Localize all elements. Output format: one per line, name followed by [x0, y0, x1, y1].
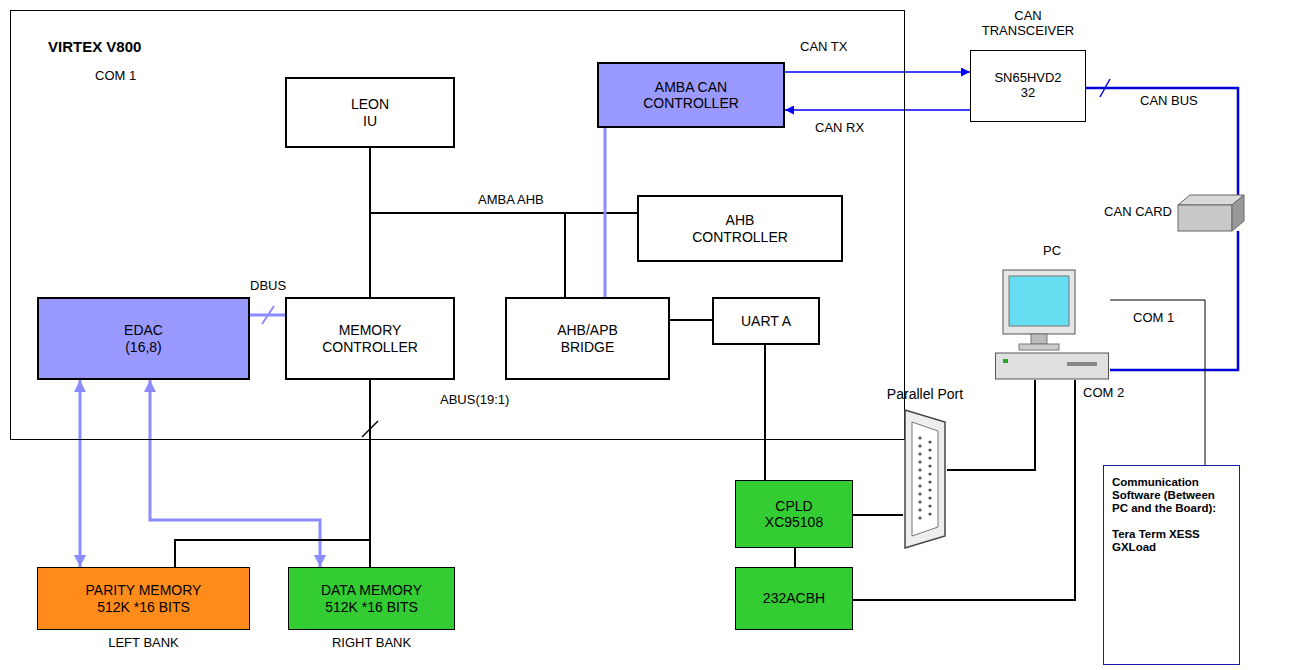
fpga-boundary: VIRTEX V800COM 1 LEON IU AMBA CAN CONTROLL… [10, 10, 905, 440]
uart-box: UART A [712, 297, 820, 345]
connector [370, 148, 637, 213]
connector [670, 319, 712, 321]
connector [853, 380, 1075, 600]
connector [79, 380, 82, 567]
node-label: UART A [741, 313, 791, 329]
node-label: AHB CONTROLLER [690, 212, 790, 244]
node-label: Parallel Port [887, 386, 963, 402]
node-label: CPLD XC95108 [757, 498, 832, 530]
connector [370, 148, 565, 297]
can-controller-box: AMBA CAN CONTROLLER [597, 62, 785, 128]
pc-outline [995, 268, 1110, 380]
bus-slash [362, 421, 378, 437]
node-label: MEMORY CONTROLLER [320, 322, 420, 354]
connector [604, 128, 607, 297]
connector [764, 345, 766, 480]
connector [794, 548, 796, 567]
connector [1086, 88, 1238, 195]
node-label: VIRTEX V800 [48, 38, 141, 55]
signal-label: COM 2 [1083, 386, 1124, 401]
node-label: Tera Term XESS GXLoad [1112, 528, 1231, 554]
connector [175, 380, 370, 567]
connector [150, 380, 320, 567]
node-label: PC [1043, 244, 1061, 259]
bus-slash [1100, 79, 1110, 97]
node-label: SN65HVD2 32 [991, 71, 1065, 101]
memory-bank: PARITY MEMORY 512K *16 BITSLEFT BANK [37, 567, 250, 630]
node-label: Communication Software (Between PC and t… [1112, 476, 1231, 516]
node-label: EDAC (16,8) [114, 322, 174, 354]
node-label: LEFT BANK [108, 636, 179, 651]
connector [369, 380, 371, 567]
node-label: CAN TRANSCEIVER [976, 9, 1080, 39]
signal-label: CAN RX [815, 121, 864, 136]
card-outline [1178, 195, 1244, 231]
node-label: 232ACBH [763, 590, 825, 606]
pp-outline [903, 408, 947, 550]
signal-label: DBUS [250, 279, 286, 294]
connector [1110, 300, 1205, 465]
connector [785, 71, 970, 72]
node-label: COM 1 [95, 69, 136, 84]
can-card: CAN CARD [1178, 195, 1244, 231]
node-label: AHB/APB BRIDGE [548, 322, 628, 354]
processor-box: LEON IU [285, 77, 455, 148]
signal-label: AMBA AHB [478, 193, 544, 208]
node-label: DATA MEMORY 512K *16 BITS [308, 582, 436, 614]
bridge-box: AHB/APB BRIDGE [505, 297, 670, 380]
signal-label: CAN TX [800, 40, 847, 55]
line-driver-box: 232ACBH [735, 567, 853, 630]
controller-box: AHB CONTROLLER [637, 195, 843, 262]
bus-slash [262, 306, 274, 324]
transceiver-box: CAN TRANSCEIVERSN65HVD2 32 [970, 50, 1086, 122]
connector [853, 514, 903, 516]
signal-label: ABUS(19:1) [440, 393, 509, 408]
signal-label: CAN BUS [1140, 94, 1198, 109]
connector [785, 109, 970, 110]
node-label: CAN CARD [1104, 205, 1172, 220]
node-label: LEON IU [345, 96, 395, 128]
pc-icon: PC [995, 268, 1110, 380]
cpld-box: CPLD XC95108 [735, 480, 853, 548]
memory-bank: DATA MEMORY 512K *16 BITSRIGHT BANK [288, 567, 455, 630]
signal-label: COM 1 [1133, 311, 1174, 326]
parallel-port-connector: Parallel Port [903, 408, 947, 550]
edac-box: EDAC (16,8) [37, 297, 250, 380]
memory-controller-box: MEMORY CONTROLLER [285, 297, 455, 380]
software-note: Communication Software (Between PC and t… [1103, 465, 1240, 665]
node-label: RIGHT BANK [332, 636, 411, 651]
node-label: PARITY MEMORY 512K *16 BITS [80, 582, 208, 614]
node-label: AMBA CAN CONTROLLER [626, 79, 756, 111]
